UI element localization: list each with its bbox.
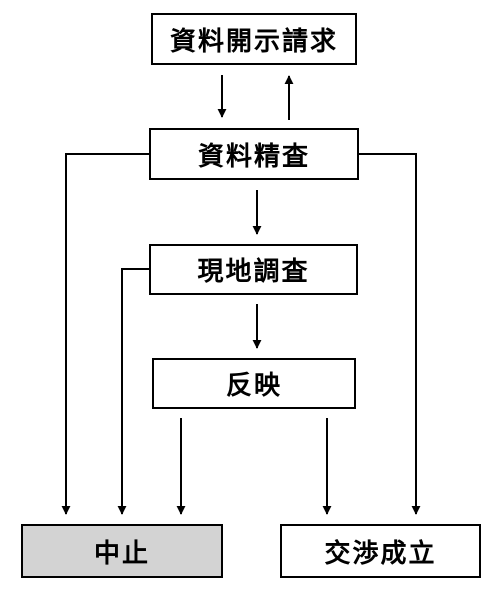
- arrow-field-to-stop: [117, 268, 149, 515]
- node-field-survey: 現地調査: [149, 244, 358, 295]
- arrow-review-to-success: [359, 153, 421, 515]
- node-document-request-label: 資料開示請求: [169, 26, 338, 57]
- node-reflection: 反映: [152, 358, 356, 409]
- node-reflection-label: 反映: [225, 371, 282, 401]
- node-agreement-reached: 交渉成立: [280, 524, 481, 578]
- node-field-survey-label: 現地調査: [197, 257, 310, 287]
- node-discontinued-label: 中止: [93, 538, 150, 569]
- arrow-review-to-stop: [61, 153, 149, 515]
- node-agreement-reached-label: 交渉成立: [324, 538, 437, 569]
- node-document-review-label: 資料精査: [197, 141, 310, 172]
- node-discontinued: 中止: [21, 524, 223, 578]
- node-document-request: 資料開示請求: [151, 13, 357, 65]
- node-document-review: 資料精査: [149, 128, 359, 180]
